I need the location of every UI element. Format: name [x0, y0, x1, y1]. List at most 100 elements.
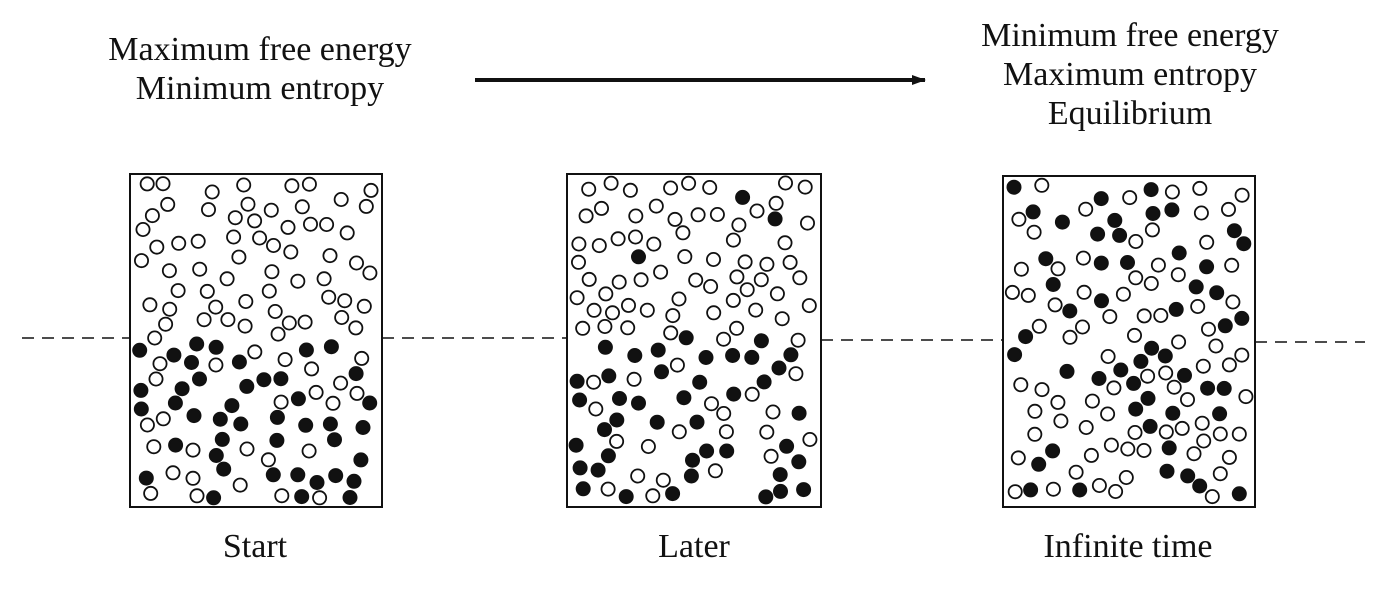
particle-dark: [273, 371, 289, 387]
particle-light: [586, 374, 602, 390]
particle-light: [598, 286, 614, 302]
particle-dark: [1072, 482, 1088, 498]
particle-light: [648, 198, 664, 214]
particle-dark: [342, 489, 358, 505]
particle-dark: [239, 378, 255, 394]
particle-dark: [322, 416, 338, 432]
particle-light: [1212, 426, 1228, 442]
particle-light: [1026, 224, 1042, 240]
particle-light: [265, 237, 281, 253]
particle-dark: [1107, 212, 1123, 228]
particle-light: [1118, 469, 1134, 485]
particle-light: [1075, 250, 1091, 266]
particle-light: [1045, 481, 1061, 497]
particle-light: [640, 438, 656, 454]
particle-light: [267, 303, 283, 319]
particle-dark: [1091, 370, 1107, 386]
particle-light: [1194, 415, 1210, 431]
particle-light: [663, 180, 679, 196]
particle-light: [1180, 392, 1196, 408]
particle-light: [1234, 347, 1250, 363]
particle-light: [1127, 327, 1143, 343]
particle-dark: [699, 443, 715, 459]
particle-dark: [191, 371, 207, 387]
particle-light: [354, 350, 370, 366]
particle-light: [1212, 466, 1228, 482]
particle-dark: [353, 452, 369, 468]
particle-dark: [1164, 202, 1180, 218]
particle-light: [765, 404, 781, 420]
particle-dark: [1212, 406, 1228, 422]
particle-light: [778, 175, 794, 191]
particle-light: [1011, 211, 1027, 227]
particle-light: [1166, 379, 1182, 395]
particle-light: [1075, 319, 1091, 335]
particle-light: [609, 433, 625, 449]
label-later: Later: [658, 528, 730, 565]
particle-light: [610, 231, 626, 247]
particle-light: [663, 325, 679, 341]
particle-light: [1128, 233, 1144, 249]
particle-light: [1221, 201, 1237, 217]
particle-light: [1053, 413, 1069, 429]
particle-light: [146, 439, 162, 455]
particle-dark: [208, 339, 224, 355]
particle-light: [1171, 334, 1187, 350]
particle-light: [302, 216, 318, 232]
particle-dark: [719, 443, 735, 459]
particle-light: [646, 236, 662, 252]
particle-light: [671, 424, 687, 440]
particle-light: [165, 465, 181, 481]
particle-light: [782, 254, 798, 270]
particle-light: [240, 196, 256, 212]
particle-light: [763, 448, 779, 464]
particle-dark: [1025, 204, 1041, 220]
particle-dark: [568, 437, 584, 453]
particle-dark: [233, 416, 249, 432]
particle-dark: [346, 473, 362, 489]
particle-light: [1195, 358, 1211, 374]
particle-light: [1078, 201, 1094, 217]
particle-dark: [773, 483, 789, 499]
particle-light: [290, 273, 306, 289]
particle-dark: [326, 432, 342, 448]
particle-light: [774, 311, 790, 327]
particle-light: [671, 291, 687, 307]
particle-light: [200, 202, 216, 218]
particle-light: [247, 213, 263, 229]
particle-light: [308, 384, 324, 400]
particle-light: [280, 219, 296, 235]
particle-light: [1027, 426, 1043, 442]
particle-dark: [1161, 440, 1177, 456]
particle-dark: [1180, 468, 1196, 484]
particle-dark: [627, 347, 643, 363]
particle-light: [362, 265, 378, 281]
particle-dark: [186, 408, 202, 424]
particle-dark: [1126, 375, 1142, 391]
particle-dark: [1192, 478, 1208, 494]
particle-dark: [1054, 214, 1070, 230]
particle-dark: [744, 349, 760, 365]
particle-light: [1068, 464, 1084, 480]
particle-light: [155, 176, 171, 192]
particle-dark: [692, 374, 708, 390]
particle-light: [667, 211, 683, 227]
particle-light: [208, 299, 224, 315]
particle-light: [1115, 286, 1131, 302]
particle-light: [681, 175, 697, 191]
particle-light: [283, 244, 299, 260]
particle-light: [220, 312, 236, 328]
particle-light: [1136, 442, 1152, 458]
particle-dark: [216, 461, 232, 477]
particle-light: [142, 297, 158, 313]
particle-dark: [362, 395, 378, 411]
particle-light: [196, 312, 212, 328]
particle-light: [748, 302, 764, 318]
particle-light: [133, 253, 149, 269]
particle-light: [709, 206, 725, 222]
particle-light: [1010, 450, 1026, 466]
particle-light: [571, 236, 587, 252]
particle-light: [1190, 298, 1206, 314]
